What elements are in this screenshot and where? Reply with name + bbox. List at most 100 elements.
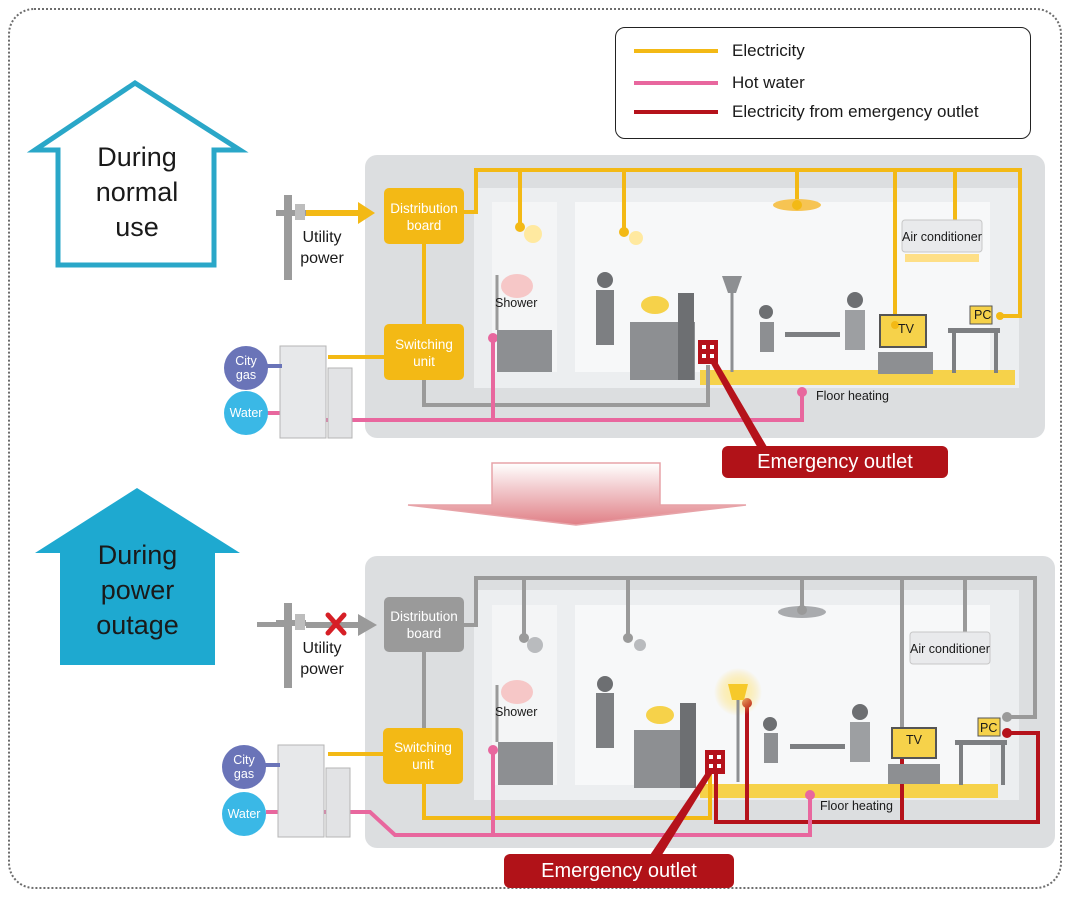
outage-pc-label: PC (980, 721, 998, 735)
normal-title-line1: During (97, 142, 177, 172)
normal-tv-unit (878, 314, 933, 374)
outage-emergency-lines (714, 703, 1040, 824)
legend: Electricity Hot water Electricity from e… (615, 27, 1031, 139)
outage-gray-lines (422, 576, 1037, 735)
outage-utility-label: Utility power (290, 638, 354, 680)
normal-city-gas-line1: City (235, 354, 257, 368)
normal-city-gas-label: City gas (224, 354, 268, 382)
outage-ceiling-light (778, 605, 826, 618)
normal-shower-fixture (495, 274, 552, 372)
outage-electricity-lines (328, 752, 712, 820)
outage-shower-node (488, 745, 498, 755)
diagram-frame (8, 8, 1062, 889)
outage-title-line2: power (100, 575, 175, 605)
outage-water-label: Water (227, 807, 261, 821)
normal-utility-line1: Utility (302, 229, 342, 246)
outage-emergency-outlet-box (648, 750, 725, 858)
legend-hot-water: Hot water (634, 70, 805, 96)
normal-air-conditioner-label: Air conditioner (902, 230, 982, 244)
outage-utility-line2: power (300, 661, 344, 678)
outage-air-conditioner-label: Air conditioner (910, 642, 990, 656)
normal-lamp-1 (515, 222, 542, 243)
outage-distribution-line2: board (406, 626, 442, 641)
normal-utility-arrow (306, 202, 375, 224)
outage-glowing-floor-lamp (714, 668, 762, 782)
outage-distribution-box (384, 597, 464, 652)
normal-emergency-outlet-box (698, 340, 770, 452)
normal-fuel-cell-unit (279, 345, 353, 439)
legend-electricity: Electricity (634, 38, 805, 64)
outage-dining-set (763, 704, 870, 763)
normal-distribution-label: Distribution board (384, 200, 464, 234)
normal-floor-heating-node (797, 387, 807, 397)
normal-pc-desk (948, 305, 1004, 373)
legend-emergency-swatch (634, 110, 718, 114)
normal-city-gas-line2: gas (235, 368, 257, 382)
transition-arrow (407, 462, 747, 526)
normal-water-connector (224, 391, 268, 435)
normal-title-line2: normal (95, 177, 179, 207)
outage-title-line3: outage (96, 610, 179, 640)
normal-shower-node (488, 333, 498, 343)
legend-hot-water-swatch (634, 81, 718, 85)
outage-floor-heating-node (805, 790, 815, 800)
outage-city-gas-line2: gas (233, 767, 255, 781)
outage-distribution-line1: Distribution (390, 609, 458, 624)
outage-distribution-label: Distribution board (384, 608, 464, 642)
outage-switching-label: Switching unit (383, 739, 463, 773)
outage-water-connector (222, 792, 266, 836)
normal-utility-line2: power (300, 250, 344, 267)
outage-floor-heating-label: Floor heating (820, 799, 893, 813)
normal-house-icon (26, 80, 249, 268)
outage-air-conditioner-unit (909, 631, 991, 665)
normal-switching-line2: unit (413, 354, 435, 369)
outage-shower-fixture (495, 680, 553, 785)
legend-emergency-label: Electricity from emergency outlet (732, 102, 979, 121)
normal-tv-label: TV (898, 322, 914, 336)
normal-distribution-box (384, 188, 464, 244)
normal-floor-heating-label: Floor heating (816, 389, 889, 403)
normal-building-panel (365, 155, 1045, 438)
outage-pc-gray-node (1002, 712, 1012, 722)
outage-emergency-outlet-badge: Emergency outlet (504, 854, 734, 888)
outage-kitchen (596, 676, 696, 788)
normal-city-gas-connector (224, 346, 282, 390)
normal-utility-label: Utility power (290, 227, 354, 269)
outage-title-line1: During (97, 540, 178, 570)
outage-city-gas-connector (222, 745, 280, 789)
outage-cross-icon (325, 612, 347, 636)
outage-switching-line1: Switching (394, 740, 452, 755)
normal-air-conditioner-unit (901, 219, 983, 262)
outage-city-gas-line1: City (233, 753, 255, 767)
outage-city-gas-label: City gas (222, 753, 266, 781)
outage-switching-line2: unit (412, 757, 434, 772)
outage-fuel-cell-unit (277, 744, 351, 838)
normal-pc-label: PC (974, 308, 992, 322)
outage-tv-label: TV (906, 733, 922, 747)
normal-distribution-line2: board (406, 218, 442, 233)
outage-switching-box (383, 728, 463, 784)
outage-house-title: During power outage (60, 538, 215, 643)
normal-switching-line1: Switching (395, 337, 453, 352)
outage-lamp-2 (623, 633, 646, 651)
outage-utility-pole (257, 603, 306, 688)
normal-emergency-outlet-badge: Emergency outlet (722, 446, 948, 478)
normal-ceiling-light (773, 199, 821, 211)
legend-hot-water-label: Hot water (732, 73, 805, 92)
normal-shower-label: Shower (495, 296, 538, 310)
normal-switching-label: Switching unit (384, 336, 464, 370)
normal-title-line3: use (115, 212, 159, 242)
normal-gray-line (422, 365, 710, 407)
normal-switching-box (384, 324, 464, 380)
legend-emergency: Electricity from emergency outlet (634, 99, 979, 125)
normal-dining-set (759, 292, 865, 352)
outage-utility-line1: Utility (302, 640, 342, 657)
outage-lamp-1 (519, 633, 543, 653)
normal-house-title: During normal use (60, 140, 214, 245)
normal-kitchen (596, 272, 695, 380)
normal-lamp-2 (619, 227, 643, 245)
outage-house-icon (35, 488, 240, 665)
outage-shower-label: Shower (495, 705, 538, 719)
normal-floor-lamp (722, 276, 742, 372)
